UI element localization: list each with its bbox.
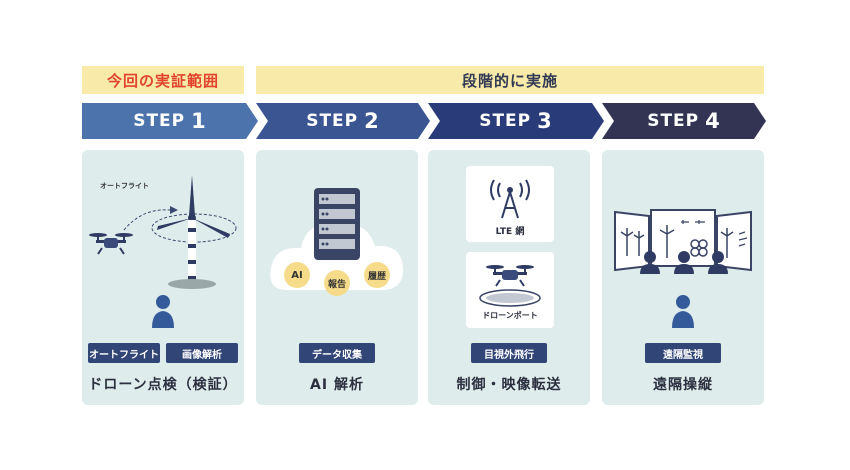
step-3-label: STEP <box>479 111 531 131</box>
step-1-number: 1 <box>191 109 207 133</box>
step-4-label: STEP <box>647 111 699 131</box>
lte-label: LTE 網 <box>466 224 554 237</box>
step-4-panel: 遠隔監視 遠隔操縦 <box>602 150 764 405</box>
step-4-title: 遠隔操縦 <box>602 374 764 394</box>
history-bubble: 履歴 <box>364 262 390 288</box>
antenna-icon <box>486 172 534 218</box>
drone-icon <box>88 230 138 260</box>
bvlos-flight-tag: 目視外飛行 <box>471 343 547 363</box>
step-1-label: STEP <box>133 111 185 131</box>
operators-icon <box>624 250 744 274</box>
report-bubble: 報告 <box>324 270 350 296</box>
person-icon <box>151 294 175 328</box>
step-4-number: 4 <box>705 109 721 133</box>
server-icon <box>314 188 360 260</box>
step-2-panel: AI 報告 履歴 データ収集 AI 解析 <box>256 150 418 405</box>
step-1-arrow: STEP 1 <box>82 103 258 139</box>
staged-implementation-banner: 段階的に実施 <box>256 66 764 94</box>
drone-port-label: ドローンポート <box>466 310 554 321</box>
step-3-panel: LTE 網 ドローンポート 目視外飛行 制御・映像転送 <box>428 150 590 405</box>
step-3-title: 制御・映像転送 <box>428 374 590 394</box>
step-2-number: 2 <box>364 109 380 133</box>
image-analysis-tag: 画像解析 <box>166 343 238 363</box>
drone-port-icon <box>475 262 545 310</box>
step-2-label: STEP <box>306 111 358 131</box>
step-1-panel: オートフライト オートフライト 画像解析 ドローン点検（検証） <box>82 150 244 405</box>
step-2-title: AI 解析 <box>256 374 418 394</box>
remote-monitoring-tag: 遠隔監視 <box>645 343 721 363</box>
data-collection-tag: データ収集 <box>299 343 375 363</box>
auto-flight-tag: オートフライト <box>88 343 160 363</box>
step-4-arrow: STEP 4 <box>602 103 766 139</box>
step-3-number: 3 <box>537 109 553 133</box>
ai-bubble: AI <box>284 262 310 288</box>
lte-card: LTE 網 <box>466 166 554 242</box>
person-icon <box>671 294 695 328</box>
step-3-arrow: STEP 3 <box>428 103 604 139</box>
current-scope-banner: 今回の実証範囲 <box>82 66 244 94</box>
drone-port-card: ドローンポート <box>466 252 554 328</box>
step-1-title: ドローン点検（検証） <box>82 374 244 394</box>
step-2-arrow: STEP 2 <box>256 103 430 139</box>
wind-turbine-icon <box>152 172 232 292</box>
